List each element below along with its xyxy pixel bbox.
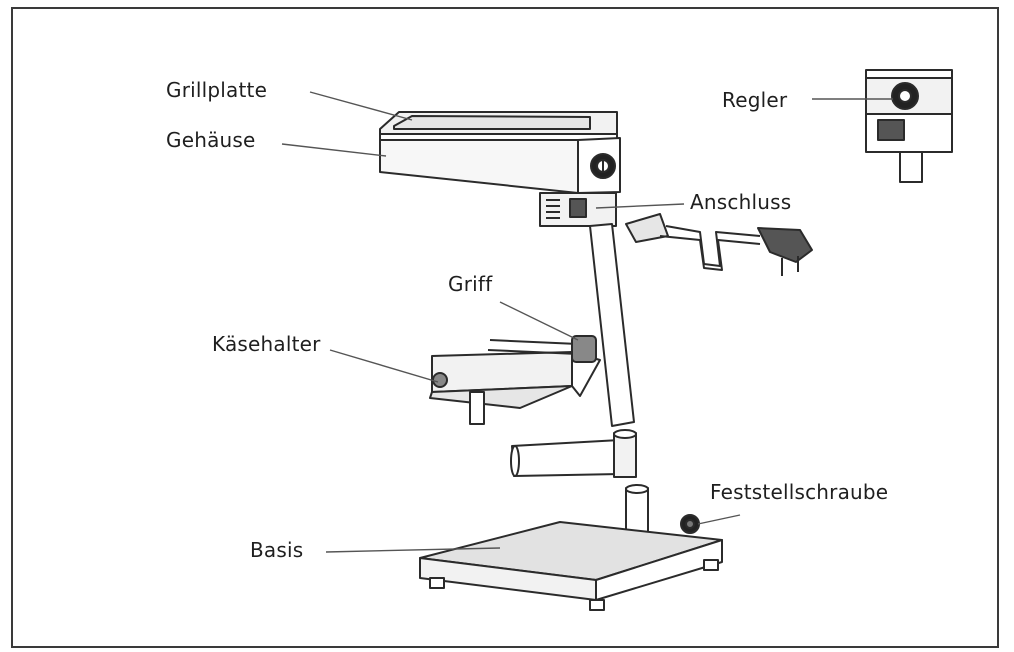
leader-grillplatte	[309, 91, 413, 121]
label-anschluss: Anschluss	[690, 190, 792, 214]
leader-griff	[499, 301, 579, 341]
leader-gehaeuse	[281, 143, 387, 157]
leader-feststellschraube	[697, 514, 741, 525]
handle	[571, 335, 597, 363]
leader-basis	[325, 547, 501, 553]
base-plate	[419, 521, 723, 611]
leader-anschluss	[595, 203, 685, 209]
connector-box	[539, 192, 617, 227]
control-knob	[590, 153, 616, 179]
label-gehaeuse: Gehäuse	[166, 128, 256, 152]
power-cable	[625, 213, 813, 276]
label-regler: Regler	[722, 88, 788, 112]
leader-kaesehalter	[329, 349, 439, 383]
label-basis: Basis	[250, 538, 304, 562]
locking-screw	[680, 514, 700, 534]
label-feststellschraube: Feststellschraube	[710, 480, 889, 504]
vertical-pole	[589, 223, 635, 427]
control-detail-inset	[865, 69, 953, 183]
label-grillplatte: Grillplatte	[166, 78, 268, 102]
label-kaesehalter: Käsehalter	[212, 332, 321, 356]
arm-piece	[510, 429, 637, 478]
housing	[379, 111, 621, 194]
label-griff: Griff	[448, 272, 493, 296]
